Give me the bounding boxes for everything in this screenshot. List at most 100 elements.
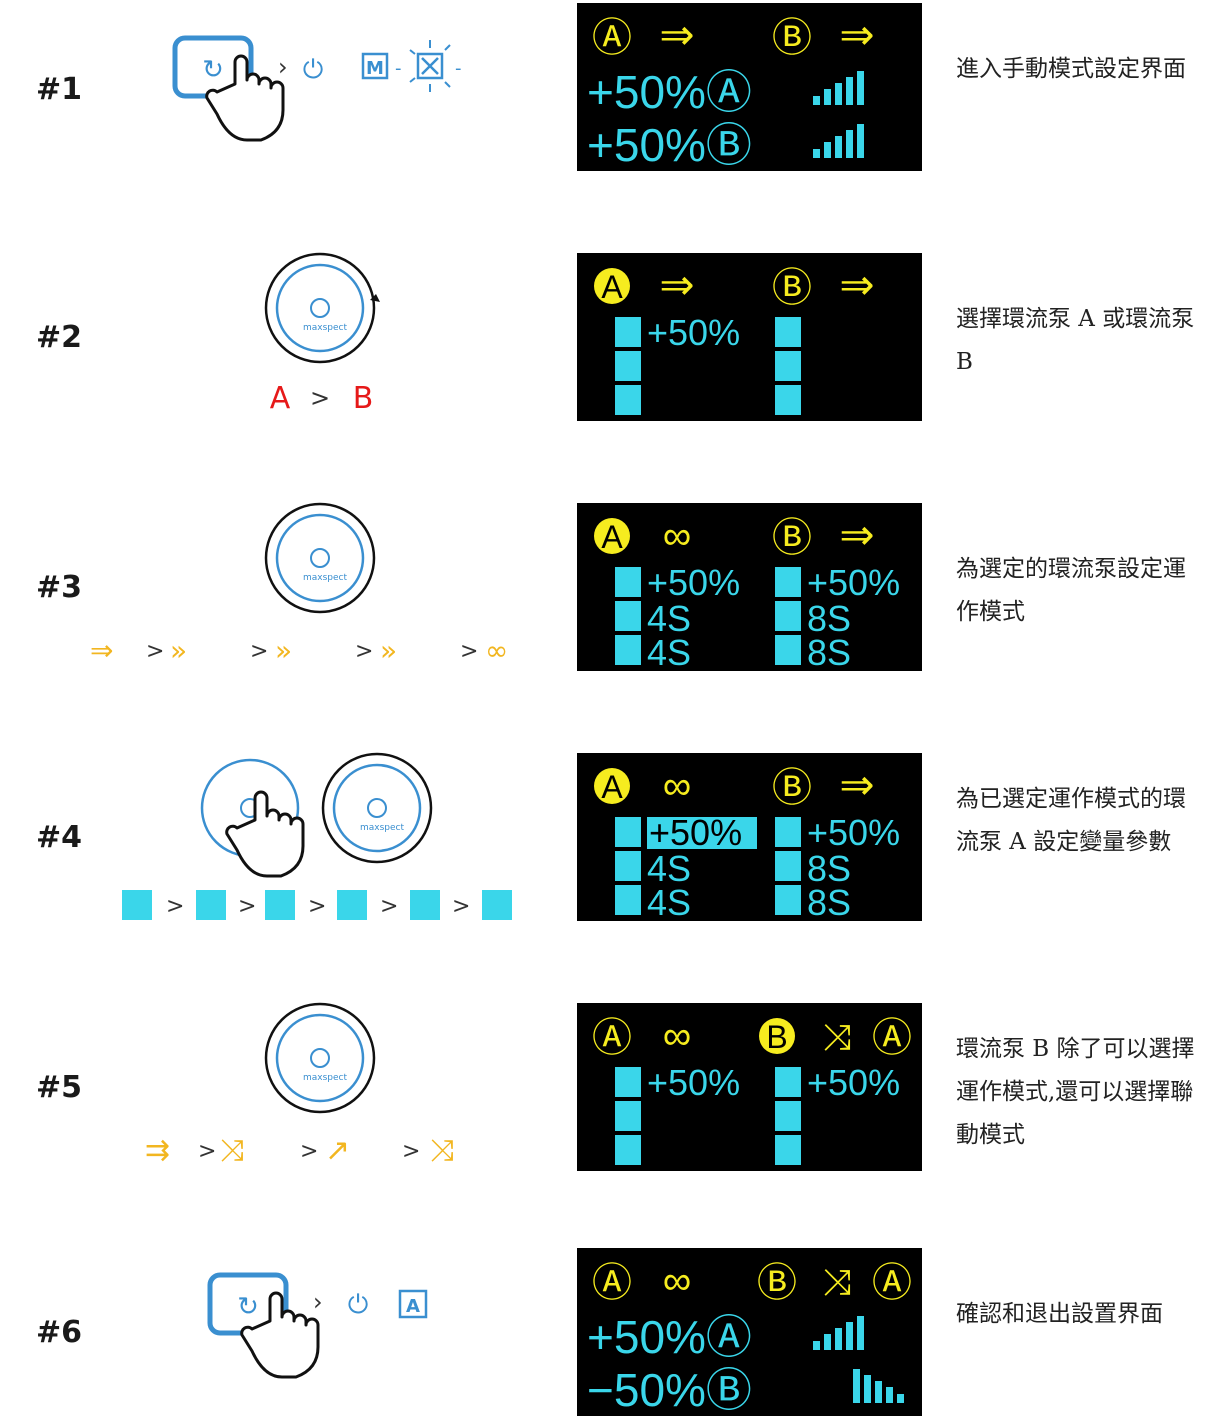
svg-text:⇒: ⇒ bbox=[839, 511, 874, 558]
svg-text:>: > bbox=[300, 1139, 318, 1164]
svg-text:∞: ∞ bbox=[663, 1259, 692, 1303]
svg-text:›: › bbox=[313, 1288, 323, 1316]
svg-text:>: > bbox=[460, 639, 478, 664]
svg-text:>: > bbox=[452, 894, 470, 919]
svg-text:A: A bbox=[270, 381, 291, 416]
svg-text:maxspect: maxspect bbox=[360, 823, 404, 833]
svg-text:+50%: +50% bbox=[807, 812, 900, 853]
step-description: 選擇環流泵 A 或環流泵 B bbox=[956, 306, 1195, 375]
svg-text:»: » bbox=[170, 634, 187, 667]
lcd-screen: Ⓐ ∞ Ⓑ ⤨ Ⓐ +50%Ⓐ −50%Ⓑ bbox=[577, 1248, 922, 1416]
signal-bars-icon bbox=[813, 71, 864, 158]
step-illustration: ↻ › ⏻ M - - bbox=[80, 0, 570, 170]
step-illustration: maxspect >> >> > bbox=[80, 750, 570, 920]
svg-text:⇒: ⇒ bbox=[90, 634, 113, 667]
svg-text:+50%Ⓐ: +50%Ⓐ bbox=[587, 1311, 752, 1363]
power-icon: ⏻ bbox=[348, 1290, 369, 1320]
step-illustration: maxspect A > B bbox=[80, 250, 570, 420]
svg-text:4S: 4S bbox=[647, 598, 691, 639]
lcd-screen: Ⓐ ⇒ Ⓑ ⇒ +50%Ⓐ +50%Ⓑ bbox=[577, 3, 922, 171]
svg-text:Ⓑ: Ⓑ bbox=[772, 766, 812, 810]
svg-text:>: > bbox=[250, 639, 268, 664]
svg-text:B: B bbox=[766, 1019, 787, 1055]
step-number: #3 bbox=[36, 570, 83, 605]
svg-text:Ⓑ: Ⓑ bbox=[772, 516, 812, 560]
svg-text:⇒: ⇒ bbox=[839, 761, 874, 808]
step-5: #5 maxspect ⇉ ⤨ ↗ ⤨ >> > Ⓐ ∞ B ⤨ Ⓐ bbox=[0, 1000, 1207, 1171]
svg-text:⤨: ⤨ bbox=[430, 1133, 454, 1168]
svg-text:⤨: ⤨ bbox=[823, 1016, 852, 1057]
step-illustration: maxspect ⇉ ⤨ ↗ ⤨ >> > bbox=[80, 1000, 570, 1170]
svg-text:Ⓑ: Ⓑ bbox=[757, 1261, 797, 1305]
step-description: 環流泵 B 除了可以選擇運作模式,還可以選擇聯動模式 bbox=[956, 1036, 1195, 1148]
step-illustration: ↻ › ⏻ A bbox=[80, 1245, 570, 1415]
step-number: #1 bbox=[36, 72, 83, 107]
svg-text:8S: 8S bbox=[807, 848, 851, 889]
svg-text:+50%Ⓑ: +50%Ⓑ bbox=[587, 119, 752, 171]
svg-text:>: > bbox=[146, 639, 164, 664]
step-number: #2 bbox=[36, 320, 83, 355]
svg-text:↻: ↻ bbox=[237, 1292, 259, 1322]
svg-text:⇒: ⇒ bbox=[659, 261, 694, 308]
svg-text:>: > bbox=[355, 639, 373, 664]
svg-text:A: A bbox=[406, 1296, 420, 1317]
svg-text:A: A bbox=[601, 269, 623, 305]
svg-text:Ⓐ: Ⓐ bbox=[592, 16, 632, 60]
svg-text:⤨: ⤨ bbox=[220, 1133, 244, 1168]
lcd-screen: A ∞ Ⓑ ⇒ +50% 4S 4S +50% 8S 8S bbox=[577, 753, 922, 921]
svg-text:∞: ∞ bbox=[663, 1014, 692, 1058]
svg-text:M: M bbox=[366, 58, 384, 79]
hand-pointer-icon bbox=[225, 790, 305, 878]
hand-pointer-icon bbox=[240, 1291, 320, 1379]
svg-text:>: > bbox=[380, 894, 398, 919]
svg-text:+50%: +50% bbox=[807, 562, 900, 603]
svg-text:⇒: ⇒ bbox=[839, 261, 874, 308]
step-2: #2 maxspect A > B A ⇒ Ⓑ ⇒ +50% 選擇環流泵 A 或… bbox=[0, 250, 1207, 421]
svg-text:+50%: +50% bbox=[647, 562, 740, 603]
step-description: 為已選定運作模式的環流泵 A 設定變量參數 bbox=[956, 786, 1186, 855]
svg-text:-: - bbox=[455, 58, 462, 79]
svg-text:>: > bbox=[308, 894, 326, 919]
dial-icon bbox=[264, 1002, 376, 1114]
svg-text:maxspect: maxspect bbox=[303, 1073, 347, 1083]
svg-text:Ⓑ: Ⓑ bbox=[772, 266, 812, 310]
svg-text:>: > bbox=[166, 894, 184, 919]
svg-text:+50%Ⓐ: +50%Ⓐ bbox=[587, 66, 752, 118]
manual-mode-icon bbox=[361, 52, 389, 80]
svg-text:⇒: ⇒ bbox=[839, 11, 874, 58]
svg-text:↻: ↻ bbox=[202, 55, 224, 85]
svg-text:»: » bbox=[380, 634, 397, 667]
svg-text:−50%Ⓑ: −50%Ⓑ bbox=[587, 1364, 752, 1416]
svg-text:+50%: +50% bbox=[649, 812, 742, 853]
svg-text:Ⓐ: Ⓐ bbox=[872, 1016, 912, 1060]
mode-icons bbox=[615, 317, 801, 415]
dial-icon bbox=[264, 252, 376, 364]
step-3: #3 maxspect ⇒ » » » ∞ >> >> A ∞ Ⓑ bbox=[0, 500, 1207, 671]
lcd-screen: A ⇒ Ⓑ ⇒ +50% bbox=[577, 253, 922, 421]
svg-text:Ⓐ: Ⓐ bbox=[592, 1261, 632, 1305]
svg-text:B: B bbox=[353, 381, 374, 416]
svg-text:A: A bbox=[601, 769, 623, 805]
svg-text:>: > bbox=[310, 384, 330, 412]
lcd-screen: Ⓐ ∞ B ⤨ Ⓐ +50% +50% bbox=[577, 1003, 922, 1171]
power-icon: ⏻ bbox=[303, 55, 324, 85]
svg-text:4S: 4S bbox=[647, 882, 691, 921]
svg-text:∞: ∞ bbox=[663, 764, 692, 808]
step-description: 確認和退出設置界面 bbox=[956, 1301, 1163, 1327]
svg-text:>: > bbox=[198, 1139, 216, 1164]
svg-text:›: › bbox=[278, 53, 288, 81]
auto-mode-icon bbox=[398, 1289, 428, 1319]
svg-text:maxspect: maxspect bbox=[303, 323, 347, 333]
step-6: #6 ↻ › ⏻ A Ⓐ ∞ Ⓑ ⤨ Ⓐ +50%Ⓐ −50%Ⓑ bbox=[0, 1245, 1207, 1416]
hand-pointer-icon bbox=[205, 54, 285, 142]
step-4: #4 maxspect >> >> > bbox=[0, 750, 1207, 921]
svg-text:maxspect: maxspect bbox=[303, 573, 347, 583]
lcd-screen: A ∞ Ⓑ ⇒ +50% 4S 4S +50% 8S 8S bbox=[577, 503, 922, 671]
settings-mode-icon bbox=[416, 52, 444, 80]
dial-icon bbox=[264, 502, 376, 614]
dial-icon bbox=[321, 752, 433, 864]
svg-text:∞: ∞ bbox=[485, 634, 508, 667]
svg-text:∞: ∞ bbox=[663, 514, 692, 558]
svg-text:Ⓐ: Ⓐ bbox=[592, 1016, 632, 1060]
step-description: 為選定的環流泵設定運作模式 bbox=[956, 556, 1186, 625]
